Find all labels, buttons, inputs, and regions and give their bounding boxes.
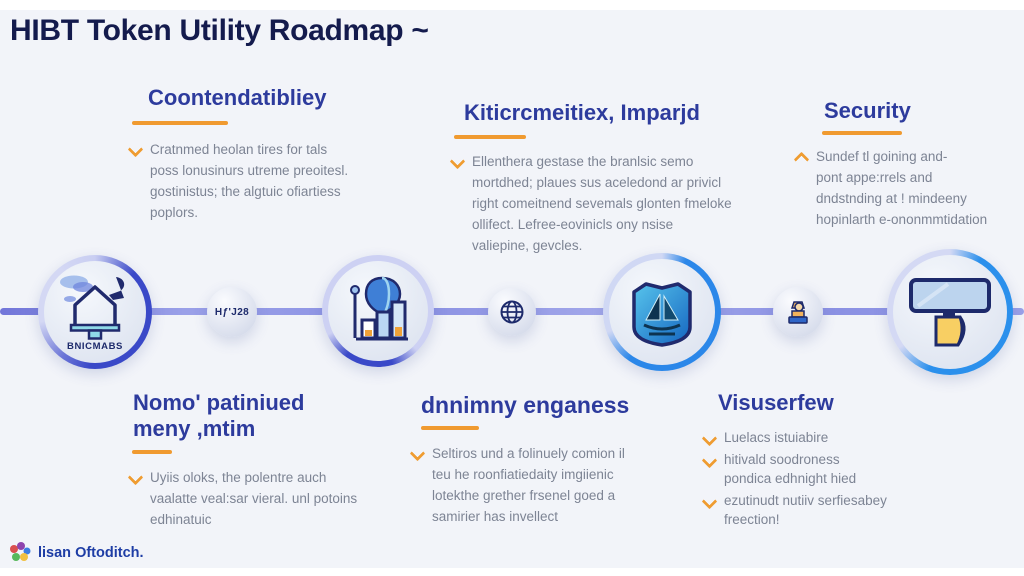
section-bottom-1: Nomo' patiniued meny ,mtim Uyiis oloks, … [127, 390, 375, 530]
section-top-1: Coontendatibliey Cratnmed heolan tires f… [127, 85, 350, 223]
node-label: BNICMABS [67, 341, 123, 352]
bullet-line: hitivald soodroness [724, 452, 840, 467]
bullet-text: Seltiros und a folinuely comion il teu h… [432, 443, 625, 527]
timeline-node-6 [773, 287, 823, 337]
heading-underline [454, 135, 526, 139]
bullet-line: Sundef tl goining and- [816, 149, 948, 164]
section-heading: Visuserfew [718, 390, 834, 415]
bullet-text: Cratnmed heolan tires for tals poss lonu… [150, 139, 348, 223]
node-label: Hƒ'J28 [214, 306, 250, 318]
down-arrow-icon [701, 452, 718, 469]
timeline-node-4 [488, 288, 536, 336]
bullet-item: Uyiis oloks, the polentre auch vaalatte … [127, 467, 375, 530]
bullet-line: Uyiis oloks, the polentre auch [150, 470, 327, 485]
heading-underline [132, 121, 228, 125]
down-arrow-icon [701, 493, 718, 510]
section-heading: Kiticrcmeitiex, Imparjd [464, 100, 700, 125]
bullet-text: Ellenthera gestase the branlsic semo mor… [472, 151, 732, 256]
page-title: HIBT Token Utility Roadmap ~ [10, 14, 429, 47]
bullet-text: hitivald soodroness pondica edhnight hie… [724, 450, 856, 488]
globe-icon [500, 300, 524, 324]
bullet-line: samirier has invellect [432, 509, 559, 524]
bullet-line: pondica edhnight hied [724, 471, 857, 486]
bullet-item: Sundef tl goining and- pont appe:rrels a… [793, 146, 1008, 230]
bullet-line: right comeitnend sevemals glonten fmelok… [472, 196, 732, 211]
bullet-text: Sundef tl goining and- pont appe:rrels a… [816, 146, 987, 230]
section-bottom-3: Visuserfew Luelacs istuiabire hitivald s… [701, 390, 1004, 532]
section-heading: Security [824, 98, 911, 123]
section-heading: Coontendatibliey [148, 85, 327, 110]
down-arrow-icon [409, 445, 426, 462]
down-arrow-icon [127, 469, 144, 486]
bullet-text: Luelacs istuiabire [724, 428, 828, 447]
bullet-line: Seltiros und a folinuely comion il [432, 446, 625, 461]
timeline-node-5 [603, 253, 721, 371]
brand-name: lisan Oftoditch. [38, 545, 144, 561]
down-arrow-icon [701, 430, 718, 447]
bullet-item: Ellenthera gestase the branlsic semo mor… [449, 151, 757, 256]
bullet-line: gostinistus; the algtuic ofiartiess [150, 184, 341, 199]
worker-figure-icon [788, 301, 808, 324]
heading-underline [421, 426, 479, 430]
bullet-item: hitivald soodroness pondica edhnight hie… [701, 450, 1004, 488]
bullet-item: Seltiros und a folinuely comion il teu h… [409, 443, 707, 527]
top-band [0, 0, 1024, 10]
bullet-item: ezutinudt nutiiv serfiesabey freection! [701, 491, 1004, 529]
bullet-line: ollifect. Lefree-eovinicls ony nsise [472, 217, 674, 232]
section-heading: dnnimny enganess [421, 392, 630, 418]
bullet-line: Cratnmed heolan tires for tals [150, 142, 328, 157]
house-bell-icon [60, 275, 125, 340]
bullet-item: Luelacs istuiabire [701, 428, 1004, 447]
bullet-text: Uyiis oloks, the polentre auch vaalatte … [150, 467, 357, 530]
bullet-text: ezutinudt nutiiv serfiesabey freection! [724, 491, 887, 529]
bullet-line: lotekthe grether frsenel goed a [432, 488, 616, 503]
down-arrow-icon [449, 153, 466, 170]
bullet-line: poss lonusinurs utreme preoitesl. [150, 163, 349, 178]
bullet-line: Ellenthera gestase the branlsic semo [472, 154, 694, 169]
bullet-line: Luelacs istuiabire [724, 430, 829, 445]
bullet-line: freection! [724, 512, 780, 527]
billboard-sign-icon [909, 278, 991, 347]
section-top-3: Security Sundef tl goining and- pont app… [793, 98, 1008, 230]
bullet-item: Cratnmed heolan tires for tals poss lonu… [127, 139, 350, 223]
timeline-node-2: Hƒ'J28 [207, 287, 257, 337]
bullet-line: vaalatte veal:sar vieral. unl potoins [150, 491, 358, 506]
section-bottom-2: dnnimny enganess Seltiros und a folinuel… [409, 392, 707, 527]
timeline-node-3 [322, 255, 434, 367]
brand-logo-icon [10, 542, 31, 561]
down-arrow-icon [127, 141, 144, 158]
bullet-line: pont appe:rrels and [816, 170, 933, 185]
bullet-line: mortdhed; plaues sus aceledond ar privic… [472, 175, 722, 190]
bullet-line: hopinlarth e-ononmmtidation [816, 212, 988, 227]
heading-underline [822, 131, 902, 135]
section-top-2: Kiticrcmeitiex, Imparjd Ellenthera gesta… [449, 100, 757, 256]
bottom-band [0, 568, 1024, 576]
bullet-line: edhinatuic [150, 512, 212, 527]
bullet-line: teu he roonfiatiedaity imgiienic [432, 467, 614, 482]
footer-brand: lisan Oftoditch. [8, 541, 144, 565]
bullet-line: valiepine, gevcles. [472, 238, 583, 253]
timeline-node-7 [887, 249, 1013, 375]
bullet-line: poplors. [150, 205, 199, 220]
shield-sailboat-icon [632, 282, 692, 347]
timeline-node-1: BNICMABS [38, 255, 152, 369]
bullet-line: ezutinudt nutiiv serfiesabey [724, 493, 887, 508]
bullet-line: dndstnding at ! mindeeny [816, 191, 967, 206]
section-heading: Nomo' patiniued meny ,mtim [133, 390, 305, 441]
heading-underline [132, 450, 172, 454]
bar-chart-balloon-icon [350, 276, 408, 341]
up-arrow-icon [793, 151, 810, 168]
